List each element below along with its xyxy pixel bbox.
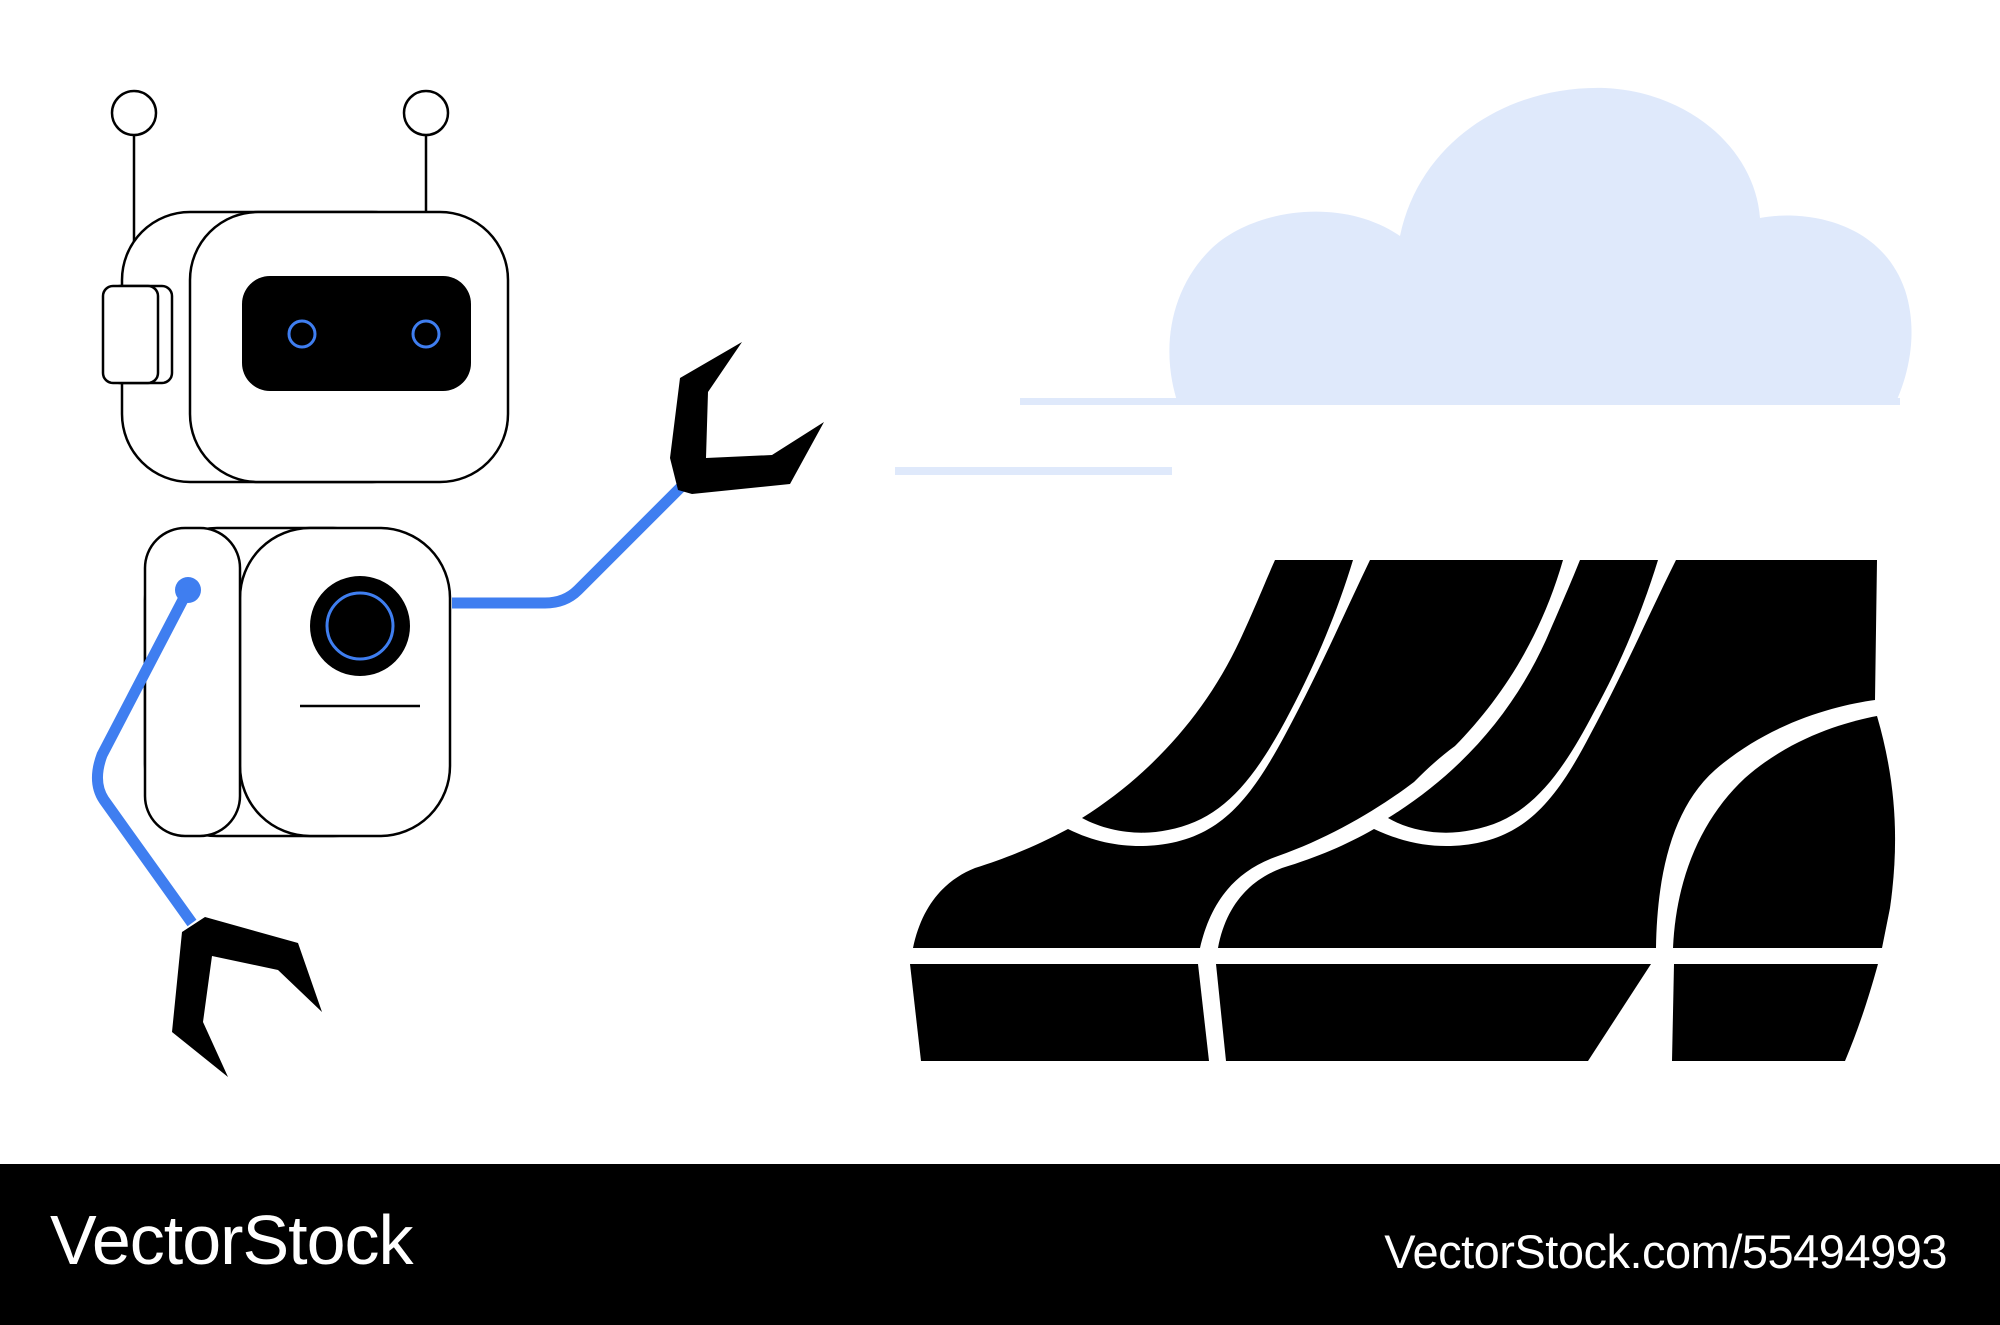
- claw-left-icon: [172, 917, 322, 1077]
- robot-chest-button: [310, 576, 410, 676]
- robot-shoes-illustration: [92, 87, 1912, 1077]
- robot-body: [143, 526, 452, 838]
- shoes-illustration: [910, 560, 1896, 1061]
- claw-right-icon: [670, 342, 824, 494]
- cloud-icon: [895, 87, 1912, 475]
- robot-visor: [242, 276, 471, 391]
- image-url: VectorStock.com/55494993: [1384, 1225, 1947, 1278]
- footer-bar: [0, 1164, 2000, 1325]
- robot-arm-right: [452, 342, 824, 609]
- robot-eye-right: [411, 319, 441, 349]
- robot-arm-left: [92, 577, 322, 1077]
- brand-logo: VectorStock: [50, 1201, 414, 1279]
- robot-eye-left: [287, 319, 317, 349]
